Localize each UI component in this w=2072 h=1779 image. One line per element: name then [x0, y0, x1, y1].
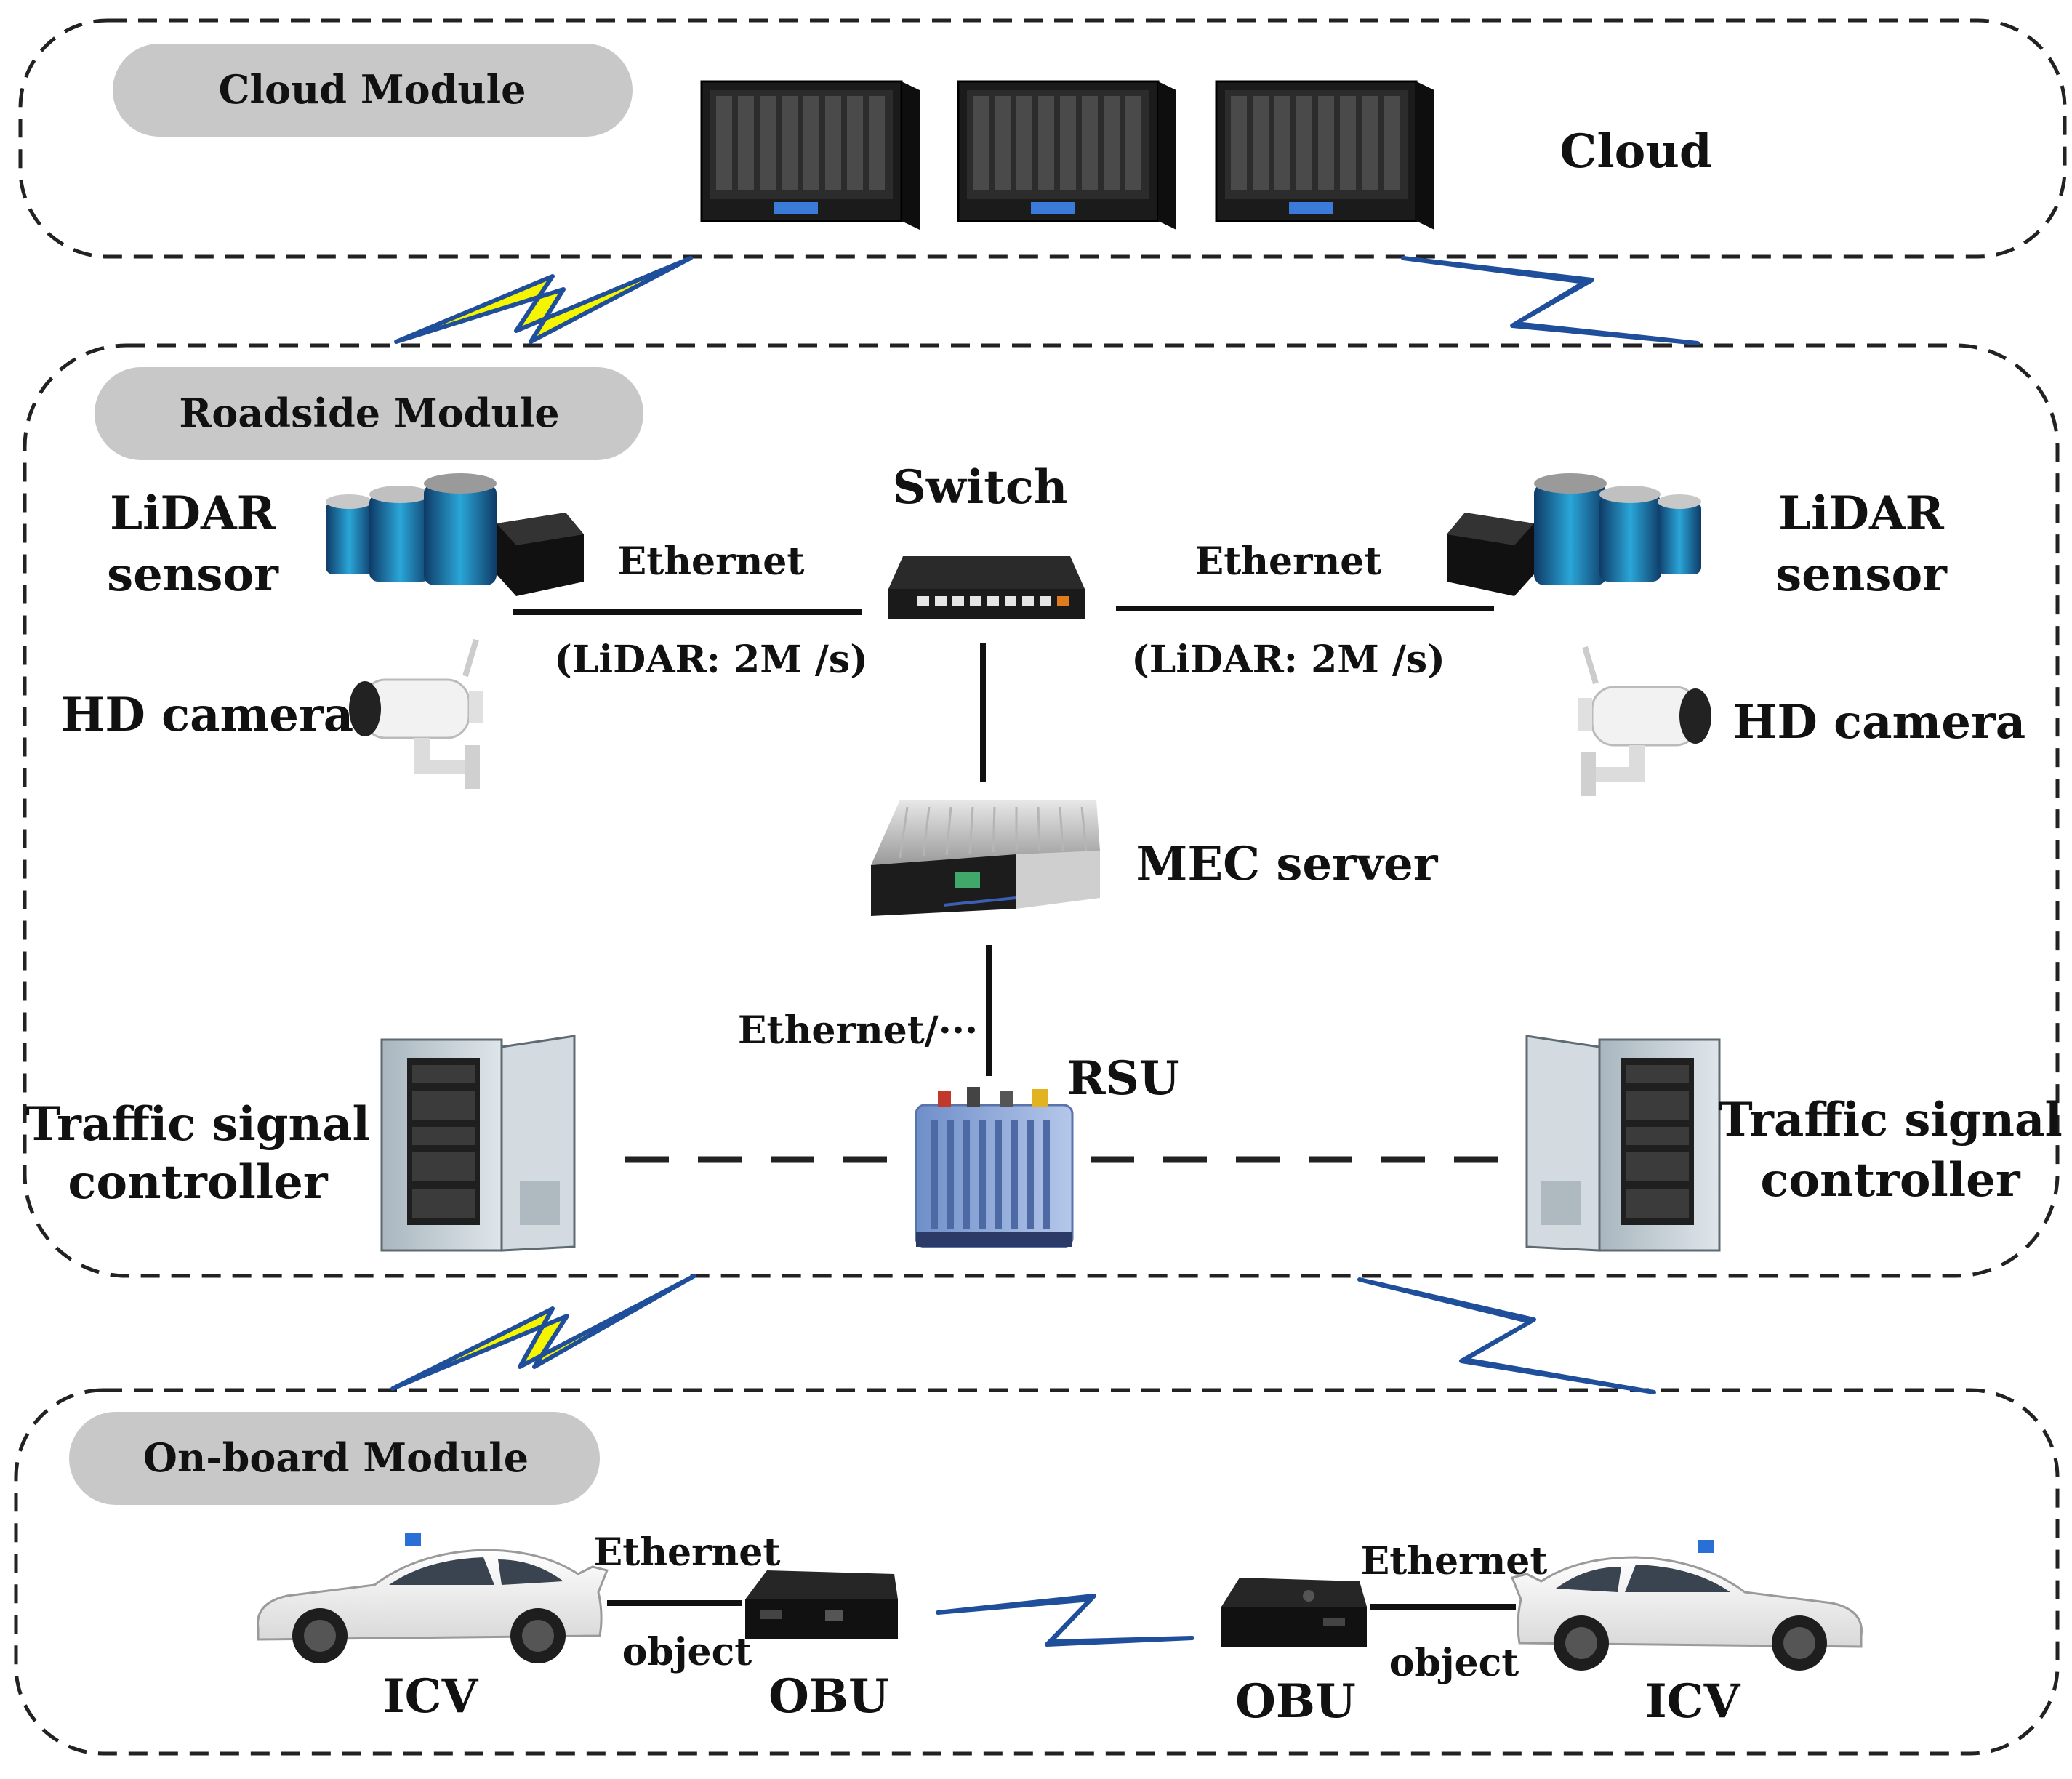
onboard-module-label: On-board Module [143, 1434, 529, 1481]
network-switch-icon [888, 556, 1085, 619]
roadside-module-frame [23, 343, 2060, 1278]
icv-left-label: ICV [383, 1669, 479, 1724]
roadside-module-label: Roadside Module [179, 390, 559, 436]
lidar-left-label-line1: LiDAR [110, 486, 276, 541]
hd-camera-icon [349, 638, 483, 789]
hd-camera-right-label: HD camera [1733, 695, 2025, 750]
server-rack-icon [957, 80, 1176, 230]
hd-camera-icon [1578, 646, 1711, 796]
onboard-module-frame [14, 1388, 2060, 1756]
obu-icon [1221, 1578, 1367, 1647]
wireless-link-icon [1401, 256, 1700, 345]
cloud-module-label: Cloud Module [218, 66, 526, 113]
onboard-right-object-label: object [1389, 1641, 1519, 1685]
lidar-rate-left-label: (LiDAR: 2M /s) [554, 638, 868, 682]
cloud-label: Cloud [1559, 124, 1711, 179]
rsu-label: RSU [1067, 1051, 1179, 1106]
wireless-link-icon [394, 256, 693, 344]
roadside-module-pill: Roadside Module [95, 367, 643, 460]
switch-label: Switch [893, 460, 1068, 515]
lidar-sensor-icon [326, 473, 584, 596]
wireless-link-icon [1357, 1277, 1656, 1394]
rsu-icon [915, 1087, 1074, 1248]
ethernet-rsu-label: Ethernet/··· [738, 1008, 978, 1053]
wireless-link-icon [936, 1594, 1194, 1647]
tsc-right-label-line1: Traffic signal [1718, 1093, 2063, 1147]
server-rack-icon [700, 80, 920, 230]
obu-left-label: OBU [768, 1669, 889, 1724]
onboard-module-pill: On-board Module [69, 1412, 600, 1505]
mec-server-icon [871, 800, 1100, 916]
onboard-left-ethernet-label: Ethernet [594, 1530, 781, 1575]
cloud-module-pill: Cloud Module [113, 44, 633, 137]
traffic-signal-cabinet-icon [380, 1035, 576, 1252]
tsc-right-label-line2: controller [1760, 1153, 2021, 1208]
ethernet-right-label: Ethernet [1195, 539, 1382, 584]
tsc-left-label-line1: Traffic signal [25, 1097, 370, 1152]
obu-icon [745, 1570, 898, 1639]
obu-right-label: OBU [1235, 1674, 1356, 1729]
icv-right-label: ICV [1645, 1674, 1741, 1729]
lidar-left-label-line2: sensor [107, 547, 279, 602]
ethernet-left-label: Ethernet [618, 539, 805, 584]
lidar-right-label-line1: LiDAR [1778, 486, 1944, 541]
lidar-sensor-icon [1447, 473, 1701, 596]
onboard-left-object-label: object [622, 1630, 752, 1674]
wireless-link-icon [390, 1274, 696, 1391]
lidar-rate-right-label: (LiDAR: 2M /s) [1131, 638, 1445, 682]
traffic-signal-cabinet-icon [1525, 1035, 1721, 1252]
icv-car-icon [1510, 1540, 1863, 1671]
lidar-right-label-line2: sensor [1775, 547, 1948, 602]
tsc-left-label-line2: controller [68, 1155, 329, 1210]
hd-camera-left-label: HD camera [61, 688, 353, 742]
icv-car-icon [257, 1533, 609, 1663]
cloud-module-frame [18, 18, 2067, 259]
server-rack-icon [1215, 80, 1434, 230]
mec-server-label: MEC server [1136, 837, 1439, 891]
